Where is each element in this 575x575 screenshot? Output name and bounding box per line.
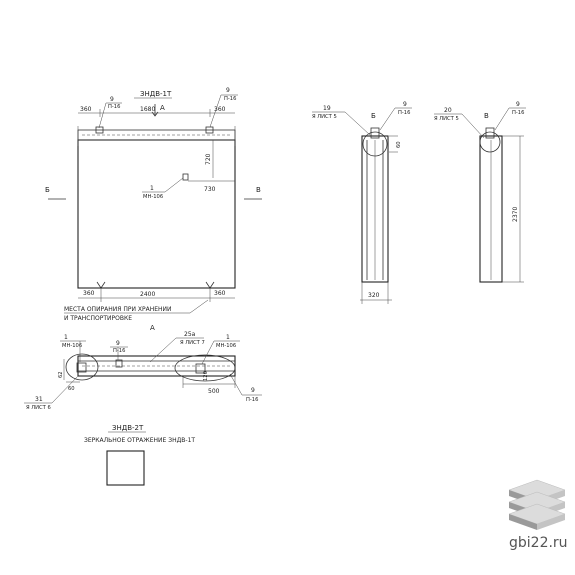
plan-embedded-left bbox=[76, 362, 87, 373]
panel-mark: ЗНДВ-1Т bbox=[140, 90, 172, 98]
plan-dim-62: 62 bbox=[58, 371, 64, 378]
section-v-callout-20-sub: Я ЛИСТ 5 bbox=[434, 116, 459, 122]
dim-730: 730 bbox=[204, 186, 216, 193]
plan-callout-1-right: 1 bbox=[226, 334, 230, 341]
section-b-dim-bottom: 320 bbox=[368, 292, 380, 299]
top-beam bbox=[77, 129, 236, 141]
plan-callout-25-sub: Я ЛИСТ 7 bbox=[180, 340, 205, 346]
section-b-detail-circle bbox=[362, 131, 388, 157]
callout-1: 1 bbox=[150, 185, 154, 192]
section-v-label: В bbox=[484, 112, 489, 120]
plan-callout-1-right-leader bbox=[201, 340, 215, 365]
section-v-callout-9-sub: П-16 bbox=[512, 110, 524, 116]
plan-detail-circle-right bbox=[174, 354, 236, 382]
main-elevation-view: ЗНДВ-1Т А 360 1680 360 9 П-16 9 П-16 720… bbox=[45, 87, 262, 332]
callout-9-left-sub: П-16 bbox=[108, 104, 120, 110]
section-b-callout-19-leader bbox=[344, 111, 371, 136]
section-a-label: А bbox=[160, 104, 165, 112]
callout-1-leader bbox=[164, 177, 184, 193]
plan-callout-31: 31 bbox=[35, 396, 43, 403]
section-b-label: Б bbox=[371, 112, 376, 120]
section-b-callout-9-leader bbox=[379, 107, 396, 131]
section-b-right-label: В bbox=[256, 186, 261, 194]
mirror-note: ЗНДВ-2Т ЗЕРКАЛЬНОЕ ОТРАЖЕНИЕ ЗНДВ-1Т bbox=[84, 424, 195, 486]
section-v-view: В 20 Я ЛИСТ 5 9 П-16 2370 bbox=[434, 101, 526, 283]
section-b-callout-9: 9 bbox=[403, 101, 407, 108]
lifting-loop-right bbox=[205, 126, 214, 134]
section-b-outline bbox=[361, 135, 389, 283]
section-b-callout-19: 19 bbox=[323, 105, 331, 112]
mirror-text: ЗЕРКАЛЬНОЕ ОТРАЖЕНИЕ ЗНДВ-1Т bbox=[84, 437, 195, 444]
section-a-bottom-label: А bbox=[150, 324, 155, 332]
plan-callout-25: 25а bbox=[184, 331, 196, 338]
section-v-callout-20: 20 bbox=[444, 107, 452, 114]
callout-9-right-sub: П-16 bbox=[224, 96, 236, 102]
top-dim-right: 360 bbox=[214, 106, 226, 113]
support-note-line1: МЕСТА ОПИРАНИЯ ПРИ ХРАНЕНИИ bbox=[64, 306, 172, 313]
plan-callout-25-leader bbox=[149, 337, 177, 363]
plan-outline bbox=[77, 355, 236, 377]
section-b-loop bbox=[370, 127, 380, 139]
watermark-site: gbi22.ru bbox=[509, 535, 568, 551]
plan-callout-9: 9 bbox=[116, 340, 120, 347]
section-v-loop bbox=[485, 127, 495, 139]
section-v-dim-height: 2370 bbox=[512, 207, 519, 222]
plan-view: 1 МН-106 9 П-16 25а Я ЛИСТ 7 1 МН-106 62… bbox=[24, 331, 262, 411]
plan-loop bbox=[115, 359, 123, 368]
callout-9-left-leader bbox=[98, 102, 107, 129]
top-dim-middle: 1680 bbox=[140, 106, 155, 113]
section-b-dim-side: 60 bbox=[396, 141, 402, 148]
dim-720: 720 bbox=[205, 153, 212, 165]
support-mark-left bbox=[96, 281, 106, 289]
plan-callout-9-bottom-sub: П-16 bbox=[246, 397, 258, 403]
plan-callout-9-sub: П-16 bbox=[113, 348, 125, 354]
bottom-dim-left: 360 bbox=[83, 290, 95, 297]
plan-callout-31-leader bbox=[51, 375, 79, 404]
callout-9-right: 9 bbox=[226, 87, 230, 94]
callout-9-right-leader bbox=[209, 94, 222, 128]
section-v-detail-circle bbox=[479, 131, 501, 153]
section-v-outline bbox=[479, 135, 503, 283]
logo-icon bbox=[508, 479, 566, 530]
plan-callout-1-left: 1 bbox=[64, 334, 68, 341]
bottom-dim-right: 360 bbox=[214, 290, 226, 297]
callout-1-sub: МН-106 bbox=[143, 194, 163, 200]
embedded-part bbox=[182, 173, 189, 181]
plan-callout-1-left-sub: МН-106 bbox=[62, 343, 82, 349]
section-v-callout-9: 9 bbox=[516, 101, 520, 108]
section-v-callout-9-leader bbox=[494, 107, 510, 131]
bottom-dim-middle: 2400 bbox=[140, 291, 155, 298]
support-note-line2: И ТРАНСПОРТИРОВКЕ bbox=[64, 315, 132, 322]
plan-dim-inner: 120 bbox=[203, 371, 209, 381]
plan-embedded-right bbox=[195, 363, 206, 374]
section-a-arrowhead bbox=[151, 111, 159, 117]
plan-callout-9-bottom: 9 bbox=[251, 387, 255, 394]
plan-callout-9-bottom-leader bbox=[229, 373, 243, 396]
plan-callout-31-sub: Я ЛИСТ 6 bbox=[26, 405, 51, 411]
callout-9-left: 9 bbox=[110, 96, 114, 103]
section-b-callout-19-sub: Я ЛИСТ 5 bbox=[312, 114, 337, 120]
section-b-left-label: Б bbox=[45, 186, 50, 194]
plan-dim-60: 60 bbox=[68, 386, 75, 392]
top-dim-left: 360 bbox=[80, 106, 92, 113]
plan-dim-500: 500 bbox=[208, 388, 220, 395]
section-b-view: Б 19 Я ЛИСТ 5 9 П-16 60 320 bbox=[312, 101, 412, 304]
section-v-callout-20-leader bbox=[461, 113, 485, 139]
mirror-thumbnail bbox=[106, 450, 145, 486]
plan-detail-circle-left bbox=[65, 353, 99, 381]
note-leader bbox=[189, 299, 209, 314]
mirror-mark: ЗНДВ-2Т bbox=[112, 424, 144, 432]
support-mark-right bbox=[205, 281, 215, 289]
section-b-callout-9-sub: П-16 bbox=[398, 110, 410, 116]
plan-callout-1-right-sub: МН-106 bbox=[216, 343, 236, 349]
